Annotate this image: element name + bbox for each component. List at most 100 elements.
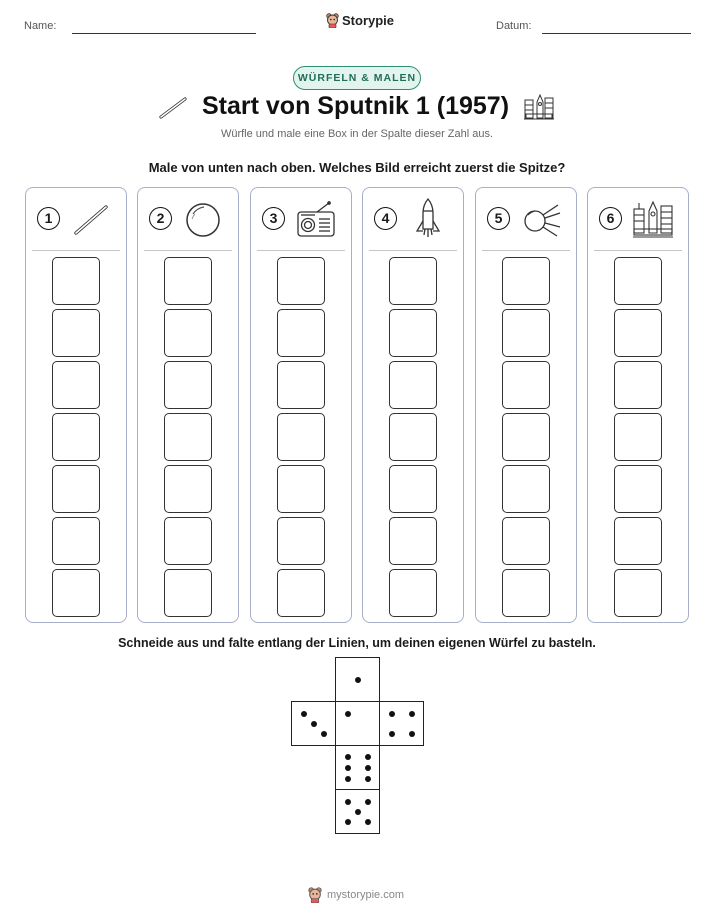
color-box[interactable] [614,569,662,617]
column-header: 3 [251,188,351,250]
color-box[interactable] [52,257,100,305]
color-box[interactable] [52,413,100,461]
color-box[interactable] [52,309,100,357]
die-face-5 [335,789,380,834]
color-box[interactable] [502,413,550,461]
brand-name: Storypie [342,13,395,28]
color-box[interactable] [502,257,550,305]
color-box[interactable] [502,517,550,565]
color-box[interactable] [614,517,662,565]
color-box[interactable] [164,413,212,461]
die-pip [345,754,351,760]
activity-badge: WÜRFELN & MALEN [293,66,421,90]
color-box[interactable] [389,309,437,357]
column-header: 1 [26,188,126,250]
color-box[interactable] [164,517,212,565]
color-box[interactable] [277,361,325,409]
color-box[interactable] [502,569,550,617]
column-number: 3 [262,207,285,230]
color-box[interactable] [614,361,662,409]
die-pip [321,731,327,737]
column-number: 2 [149,207,172,230]
color-box[interactable] [164,257,212,305]
column-header: 6 [588,188,688,250]
column-2: 2 [137,187,239,623]
column-number: 6 [599,207,622,230]
color-box[interactable] [502,361,550,409]
launch-facility-icon [633,200,673,238]
color-box[interactable] [277,517,325,565]
column-header: 4 [363,188,463,250]
color-box[interactable] [277,569,325,617]
column-number: 4 [374,207,397,230]
column-header: 2 [138,188,238,250]
antenna-rod-icon [159,97,187,119]
color-box[interactable] [277,413,325,461]
page-title: Start von Sputnik 1 (1957) [202,92,510,120]
color-box[interactable] [277,465,325,513]
color-box[interactable] [614,465,662,513]
color-box[interactable] [389,361,437,409]
column-1: 1 [25,187,127,623]
column-divider [144,250,232,251]
color-box[interactable] [389,413,437,461]
page-subtitle: Würfle und male eine Box in der Spalte d… [220,128,494,140]
color-box[interactable] [502,465,550,513]
die-pip [409,711,415,717]
color-box[interactable] [164,309,212,357]
sputnik-satellite-icon [524,204,561,237]
brand-logo: Storypie [326,13,394,28]
column-divider [594,250,682,251]
column-divider [369,250,457,251]
name-label: Name: [24,20,57,32]
column-6: 6 [587,187,689,623]
storypie-bear-icon [326,13,339,28]
die-pip [409,731,415,737]
column-header: 5 [476,188,576,250]
die-pip [345,765,351,771]
color-box[interactable] [52,361,100,409]
die-pip [365,799,371,805]
color-box[interactable] [389,517,437,565]
color-box[interactable] [277,257,325,305]
color-box[interactable] [164,569,212,617]
die-face-4 [379,701,424,746]
color-box[interactable] [277,309,325,357]
storypie-bear-icon [308,887,322,903]
color-box[interactable] [52,569,100,617]
color-box[interactable] [164,465,212,513]
die-pip [345,711,351,717]
column-divider [257,250,345,251]
footer-url[interactable]: mystorypie.com [327,889,405,901]
color-box[interactable] [614,413,662,461]
color-box[interactable] [52,517,100,565]
color-box[interactable] [52,465,100,513]
column-number: 5 [487,207,510,230]
die-pip [365,765,371,771]
color-box[interactable] [389,257,437,305]
column-3: 3 [250,187,352,623]
die-pip [365,819,371,825]
die-pip [365,776,371,782]
color-box[interactable] [502,309,550,357]
color-box[interactable] [614,309,662,357]
die-pip [301,711,307,717]
die-pip [389,711,395,717]
die-pip [389,731,395,737]
date-line [542,33,691,34]
launch-facility-icon [524,93,554,120]
instruction-text: Male von unten nach oben. Welches Bild e… [148,160,566,175]
column-divider [32,250,120,251]
color-box[interactable] [389,569,437,617]
column-5: 5 [475,187,577,623]
die-pip [345,819,351,825]
footer: mystorypie.com [308,887,404,903]
color-box[interactable] [389,465,437,513]
die-pip [345,799,351,805]
rocket-icon [415,197,441,237]
name-line [72,33,256,34]
color-box[interactable] [164,361,212,409]
color-box[interactable] [614,257,662,305]
die-pip [365,754,371,760]
column-number: 1 [37,207,60,230]
